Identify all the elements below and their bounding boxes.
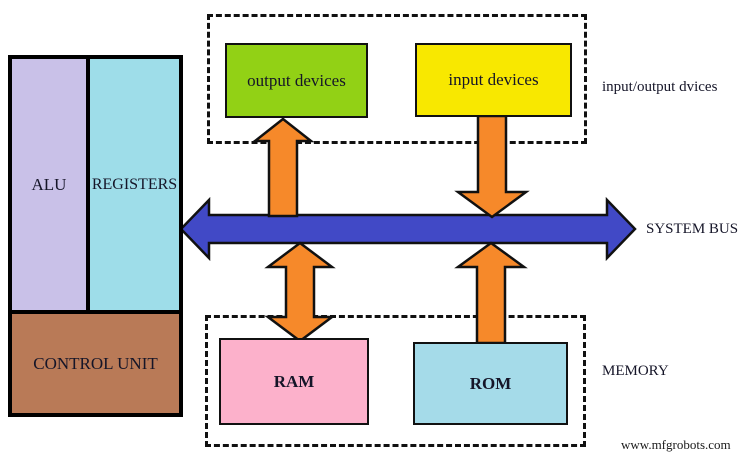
rom-box: ROM <box>413 342 568 425</box>
system-bus-arrow <box>179 196 637 262</box>
memory-section-frame <box>205 315 586 447</box>
registers-box: REGISTERS <box>90 59 179 310</box>
ram-box: RAM <box>219 338 369 425</box>
cpu-block: ALU REGISTERS CONTROL UNIT <box>8 55 183 417</box>
output-devices-box: output devices <box>225 43 368 118</box>
registers-label: REGISTERS <box>91 175 178 193</box>
io-section-frame <box>207 14 587 144</box>
rom-to-bus-arrow <box>454 241 528 345</box>
control-unit-label: CONTROL UNIT <box>33 353 158 373</box>
bus-to-output-arrow <box>251 117 315 218</box>
rom-label: ROM <box>469 373 512 393</box>
output-devices-label: output devices <box>247 70 346 90</box>
io-section-label: input/output dvices <box>602 79 718 95</box>
watermark-text: www.mfgrobots.com <box>621 437 731 452</box>
cpu-upper-section: ALU REGISTERS <box>12 59 179 310</box>
system-bus-label: SYSTEM BUS <box>646 221 739 237</box>
bus-ram-double-arrow <box>264 241 336 343</box>
memory-section-label: MEMORY <box>602 363 669 379</box>
ram-label: RAM <box>273 371 315 391</box>
alu-box: ALU <box>12 59 90 310</box>
input-devices-box: input devices <box>415 43 572 117</box>
control-unit-box: CONTROL UNIT <box>12 310 179 413</box>
input-to-bus-arrow <box>454 114 530 219</box>
alu-label: ALU <box>31 174 67 194</box>
input-devices-label: input devices <box>448 70 539 89</box>
